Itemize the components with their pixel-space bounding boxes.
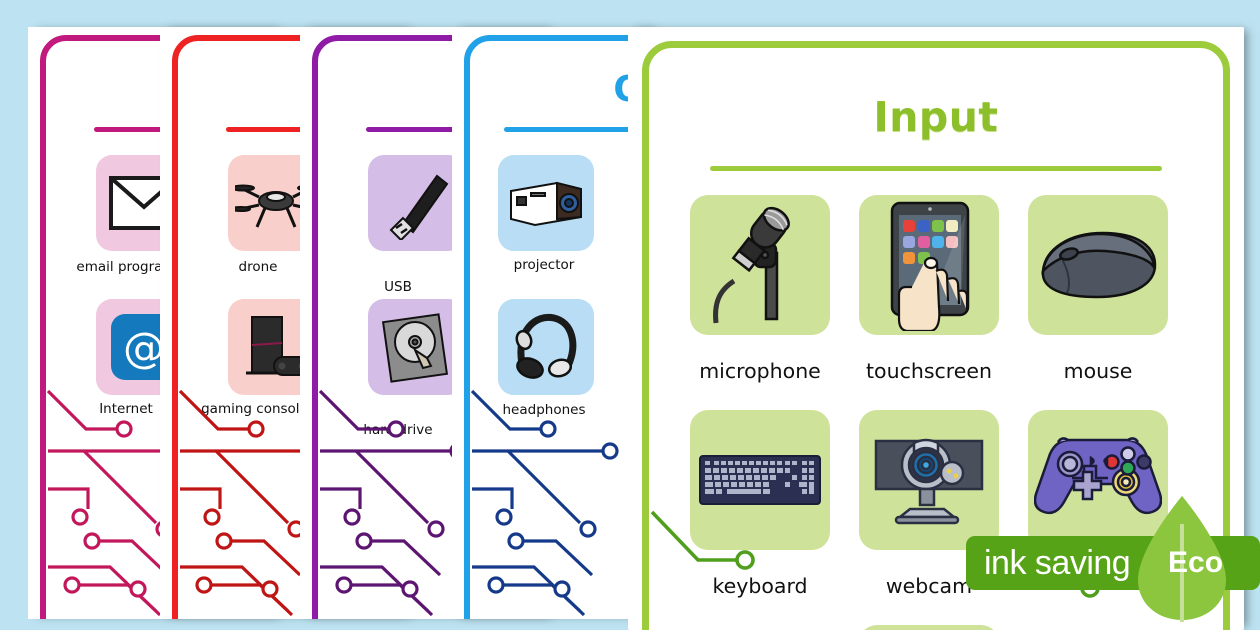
touchscreen-tablet-icon <box>890 201 970 331</box>
poster-frame <box>312 35 548 619</box>
poster-frame <box>172 35 408 619</box>
eco-badge-eco-text: Eco <box>1168 546 1224 579</box>
headphones-icon <box>515 313 577 379</box>
item-tile-controller[interactable] <box>1028 410 1168 550</box>
microphone-icon <box>713 206 790 324</box>
item-label: microphone <box>699 359 821 383</box>
hard-drive-icon <box>381 313 449 383</box>
keyboard-icon <box>699 455 821 505</box>
item-tile[interactable] <box>498 299 594 395</box>
projector-icon <box>510 181 582 227</box>
leaf-icon <box>1138 496 1226 622</box>
item-tile-keyboard[interactable] <box>690 410 830 550</box>
item-tile-mouse[interactable] <box>1028 195 1168 335</box>
item-label: headphones <box>502 402 586 418</box>
item-label: keyboard <box>712 574 808 598</box>
poster-card-input[interactable]: Input microp <box>628 27 1244 630</box>
poster-title-rule <box>504 127 652 132</box>
page-title: Input <box>873 93 999 141</box>
ink-saving-eco-badge: ink saving Eco <box>966 496 1260 622</box>
item-tile[interactable] <box>368 299 464 395</box>
item-label: webcam <box>885 574 973 598</box>
item-tile[interactable] <box>498 155 594 251</box>
circuit-decoration <box>470 389 619 617</box>
item-label: USB <box>384 279 412 295</box>
item-label: email program <box>76 259 176 275</box>
poster-frame <box>642 41 1230 630</box>
game-controller-icon <box>1034 437 1162 515</box>
poster-frame <box>464 35 652 619</box>
poster-title: O <box>452 69 652 110</box>
eco-badge-text: ink saving <box>984 544 1131 582</box>
usb-stick-icon <box>389 174 449 240</box>
item-label: Internet <box>99 401 153 417</box>
item-label: projector <box>513 257 575 273</box>
svg-text:@: @ <box>123 323 165 372</box>
item-tile-row3[interactable] <box>859 625 999 630</box>
item-label: mouse <box>1063 359 1133 383</box>
item-label: drone <box>238 259 278 275</box>
drone-icon <box>235 184 317 228</box>
poster-frame <box>40 35 276 619</box>
item-tile-microphone[interactable] <box>690 195 830 335</box>
item-tile-touchscreen[interactable] <box>859 195 999 335</box>
computer-mouse-icon <box>1041 231 1157 299</box>
item-label: touchscreen <box>866 359 992 383</box>
webcam-icon <box>874 438 984 525</box>
item-label: gaming consoles <box>201 401 315 417</box>
title-rule <box>710 166 1162 171</box>
poster-card-output[interactable]: O projector <box>452 27 652 619</box>
item-tile[interactable] <box>368 155 464 251</box>
item-tile-webcam[interactable] <box>859 410 999 550</box>
circuit-decoration <box>178 389 327 617</box>
